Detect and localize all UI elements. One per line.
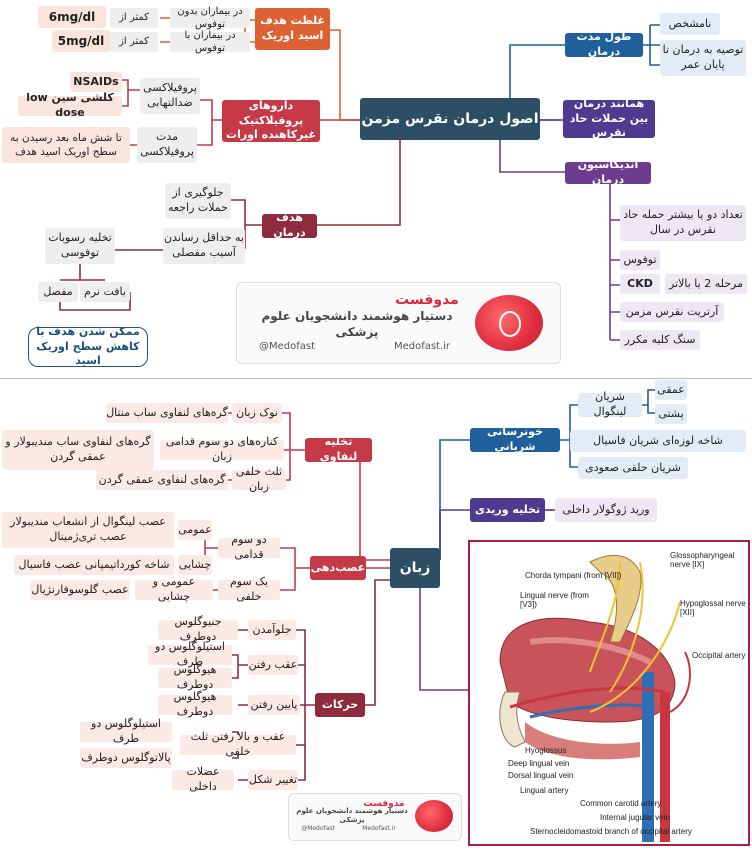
motion-up-value: پالاتوگلوس دوطرف — [80, 748, 172, 768]
nerve-posterior-value: عصب گلوسوفارنژیال — [30, 580, 130, 600]
motion-down: پایین رفتن — [248, 695, 300, 715]
website-link[interactable]: Medofast.ir — [393, 341, 451, 353]
brand-tagline: دستیار هوشمند دانشجویان علوم پزشکی — [261, 308, 453, 339]
goal-minimize: به حداقل رساندن آسیب مفصلی — [163, 228, 245, 264]
nerve-taste: چشایی — [178, 555, 212, 575]
lymph-back: ثلث خلفی زبان — [232, 465, 286, 493]
goal-prevent: جلوگیری از حملات راجعه — [165, 183, 231, 219]
section-divider — [0, 378, 752, 379]
motion-up-value: استیلوگلوس دو طرف — [80, 717, 172, 745]
colchicine-item: کلشی سین low dose — [18, 91, 122, 119]
lymph-back-value: گره‌های لنفاوی عمقی گردن — [96, 470, 228, 490]
internal-jugular-vein: ورید ژوگولار داخلی — [555, 498, 657, 522]
indication-item: توفوس — [620, 250, 660, 270]
indication-item: CKD — [620, 274, 660, 294]
lymph-node[interactable]: تخلیه لنفاوی — [305, 435, 372, 463]
lymph-sides-value: گره‌های لنفاوی ساب مندیبولار و عمقی گردن — [2, 430, 154, 470]
brand-logo-icon — [415, 800, 453, 832]
target-item-label: در بیماران بدون توفوس — [170, 6, 250, 30]
target-item-value: کمتر از — [110, 8, 158, 28]
label-deep-lingual-vein: Deep lingual vein — [508, 759, 570, 768]
motion-node[interactable]: حرکات — [315, 693, 365, 717]
indication-item: تعداد دو یا بیشتر حمله حاد نقرس در سال — [620, 205, 746, 241]
goal-node[interactable]: هدف درمان — [262, 211, 317, 239]
motion-up: عقب و بالا رفتن ثلث خلفی — [180, 730, 296, 758]
target-item-value: کمتر از — [110, 32, 158, 52]
root-node-gout[interactable]: اصول درمان نقرس مزمن — [360, 98, 540, 140]
label-common-carotid: Common carotid artery — [580, 799, 662, 808]
goal-tophus: تخلیه رسوبات توفوسی — [45, 228, 115, 264]
brand-card-top: مدوفست دستیار هوشمند دانشجویان علوم پزشک… — [236, 282, 561, 364]
label-internal-jugular: Internal jugular vein — [600, 813, 670, 822]
label-scm-branch: Sternocleidomastoid branch of occipital … — [530, 827, 692, 836]
longterm-node[interactable]: طول مدت درمان — [565, 30, 643, 58]
nsaids-item: NSAIDs — [70, 72, 122, 92]
brand-card-bottom: مدوفست دستیار هوشمند دانشجویان علوم پزشک… — [288, 793, 462, 841]
stethoscope-icon — [499, 311, 521, 337]
nerve-anterior: دو سوم قدامی — [218, 533, 280, 561]
nerve-node[interactable]: عصب‌دهی — [310, 556, 366, 580]
nerve-posterior: یک سوم خلفی — [218, 575, 280, 603]
tongue-anatomy-illustration: Chorda tympani (from [VII]) Glossopharyn… — [468, 540, 750, 846]
lingual-deep: عمقی — [655, 380, 687, 400]
indication-item: آرتریت نقرس مزمن — [620, 302, 724, 322]
indication-item: مرحله 2 یا بالاتر — [665, 274, 747, 294]
nerve-general: عمومی — [178, 520, 212, 540]
motion-back-value: هیوگلوس دوطرف — [158, 663, 232, 691]
blood-node[interactable]: خونرسانی شریانی — [470, 425, 560, 453]
nerve-taste-value: شاخه کورداتیمپانی عصب فاسیال — [14, 555, 174, 575]
lymph-tip-value: گره‌های لنفاوی ساب منتال — [106, 403, 228, 423]
lingual-dorsal: پشتی — [655, 404, 687, 424]
prophylaxis-node[interactable]: داروهای پروفیلاکتیک غیرکاهنده اورات — [222, 99, 320, 142]
prophylaxis-duration-value: تا شش ماه بعد رسیدن به سطح اوریک اسید هد… — [2, 127, 130, 163]
label-lingual-artery: Lingual artery — [520, 786, 569, 795]
motion-down-value: هیوگلوس دوطرف — [158, 690, 232, 718]
label-lingual-nerve: Lingual nerve (from [V3]) — [520, 591, 589, 609]
nerve-posterior-mid: عمومی و چشایی — [135, 575, 213, 603]
indication-item: سنگ کلیه مکرر — [620, 330, 700, 350]
brand-name: مدوفست — [395, 291, 459, 308]
longterm-item: توصیه به درمان تا پایان عمر — [660, 40, 746, 76]
lingual-artery: شریان لینگوال — [578, 390, 642, 418]
nerve-general-value: عصب لینگوال از انشعاب مندیبولار عصب تری‌… — [2, 512, 174, 548]
ascending-pharyngeal: شریان حلقی صعودی — [578, 457, 688, 479]
target-item-label: در بیماران با توفوس — [170, 30, 250, 54]
prophylaxis-duration: مدت پروفیلاکسی — [137, 127, 197, 163]
goal-joint: مفصل — [38, 282, 78, 302]
lymph-tip: نوک زبان — [232, 403, 282, 423]
goal-soft: بافت نرم — [80, 282, 130, 302]
motion-back: عقب رفتن — [248, 655, 298, 675]
root-node-tongue[interactable]: زبان — [390, 548, 440, 588]
label-glossopharyngeal: Glossopharyngeal nerve [IX] — [670, 551, 735, 569]
label-dorsal-lingual-vein: Dorsal lingual vein — [508, 771, 574, 780]
motion-forward: جلوآمدن — [248, 620, 296, 640]
venous-node[interactable]: تخلیه وریدی — [470, 498, 545, 522]
brand-name: مدوفست — [363, 798, 405, 809]
motion-forward-value: جنیوگلوس دوطرف — [158, 615, 238, 643]
brand-tagline: دستیار هوشمند دانشجویان علوم پزشکی — [296, 806, 408, 824]
anatomy-drawing — [499, 554, 691, 842]
motion-shape-value: عضلات داخلی — [172, 765, 234, 793]
target-node[interactable]: غلظت هدف اسید اوریک — [255, 8, 330, 50]
website-link[interactable]: Medofast.ir — [362, 824, 396, 832]
motion-shape: تغییر شکل — [248, 770, 298, 790]
motion-back-value: استیلوگلوس دو طرف — [148, 640, 232, 668]
lymph-sides: کناره‌های دو سوم قدامی زبان — [160, 435, 284, 463]
goal-note: ممکن شدن هدف با کاهش سطح اوریک اسید — [28, 325, 148, 367]
concurrent-node[interactable]: همانند درمان بین حملات حاد نقرس — [563, 97, 655, 139]
telegram-link[interactable]: @Medofast — [301, 824, 335, 832]
label-chorda-tympani: Chorda tympani (from [VII]) — [525, 571, 622, 580]
indications-node[interactable]: اندیکاسیون درمان — [565, 158, 651, 186]
prophylaxis-anti: پروفیلاکسی ضدالتهابی — [140, 78, 200, 114]
target-item-number: 6mg/dl — [38, 6, 106, 28]
label-hypoglossal: Hypoglossal nerve [XII] — [680, 599, 746, 617]
target-item-number: 5mg/dl — [52, 30, 110, 52]
telegram-link[interactable]: @Medofast — [258, 341, 316, 353]
label-occipital-artery: Occipital artery — [692, 651, 746, 660]
tonsillar-branch: شاخه لوزه‌ای شریان فاسیال — [570, 430, 746, 452]
label-hyoglossus: Hyoglossus — [525, 746, 567, 755]
longterm-item: نامشخص — [660, 13, 720, 35]
